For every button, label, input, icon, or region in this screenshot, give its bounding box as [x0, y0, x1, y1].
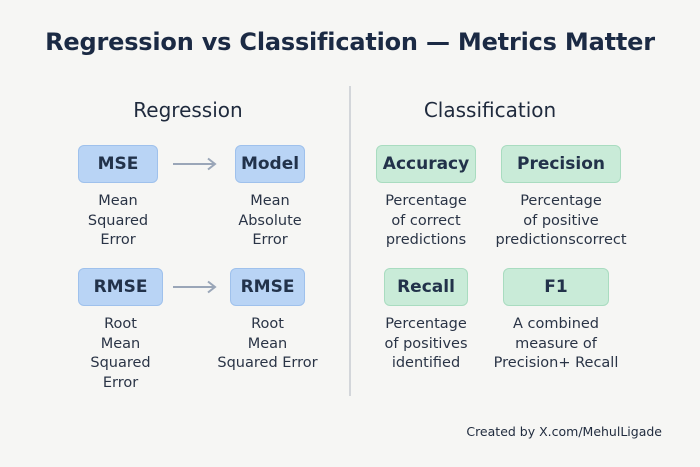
desc-line: of positive: [523, 212, 599, 229]
desc-line: Squared: [90, 355, 151, 371]
arrow-right-icon: [173, 157, 217, 171]
metric-recall-description: Percentage of positives identified: [366, 315, 486, 374]
desc-line: Mean: [250, 193, 290, 209]
desc-line: predictions: [385, 232, 467, 248]
desc-line: Percentage: [520, 193, 602, 209]
metric-mse-pill: MSE: [78, 145, 158, 183]
metric-accuracy-description: Percentage of correct predictions: [371, 192, 481, 251]
desc-line: identified: [391, 355, 461, 371]
desc-line: Error: [100, 232, 136, 248]
desc-line: of correct: [391, 212, 461, 229]
metric-f1-description: A combined measure of Precision+ Recall: [486, 315, 626, 374]
desc-line: Absolute: [238, 212, 302, 229]
desc-line: Squared: [87, 212, 149, 229]
desc-line: predictionscorrect: [495, 232, 627, 248]
desc-line: measure of: [515, 335, 597, 352]
desc-line: Error: [102, 374, 139, 391]
regression-heading: Regression: [133, 98, 243, 122]
metric-precision-description: Percentage of positive predictionscorrec…: [486, 192, 636, 251]
desc-line: Root: [104, 316, 137, 332]
metric-rmse-description: Root Mean Squared Error: [78, 315, 163, 393]
desc-line: A combined: [512, 316, 600, 332]
page-title: Regression vs Classification — Metrics M…: [45, 28, 655, 56]
metric-f1-pill: F1: [503, 268, 609, 306]
metric-precision-pill: Precision: [501, 145, 621, 183]
desc-line: Mean: [100, 335, 141, 352]
metric-mse-description: Mean Squared Error: [78, 192, 158, 251]
desc-line: Root: [251, 316, 284, 332]
desc-line: of positives: [384, 335, 468, 352]
desc-line: Squared Error: [217, 355, 318, 371]
desc-line: Percentage: [385, 316, 467, 332]
desc-line: Percentage: [385, 193, 467, 209]
section-divider: [349, 86, 351, 396]
metric-rmse-description-2: Root Mean Squared Error: [205, 315, 330, 374]
metric-rmse-pill: RMSE: [78, 268, 163, 306]
metric-recall-pill: Recall: [384, 268, 468, 306]
metric-rmse-pill-2: RMSE: [230, 268, 305, 306]
classification-heading: Classification: [423, 98, 557, 122]
desc-line: Mean: [98, 193, 138, 209]
arrow-right-icon: [173, 280, 217, 294]
metric-model-description: Mean Absolute Error: [225, 192, 315, 251]
desc-line: Mean: [247, 335, 288, 352]
credit-text: Created by X.com/MehulLigade: [466, 424, 662, 439]
desc-line: Precision+ Recall: [493, 355, 619, 371]
metric-model-pill: Model: [235, 145, 305, 183]
desc-line: Error: [252, 232, 288, 248]
metric-accuracy-pill: Accuracy: [376, 145, 476, 183]
